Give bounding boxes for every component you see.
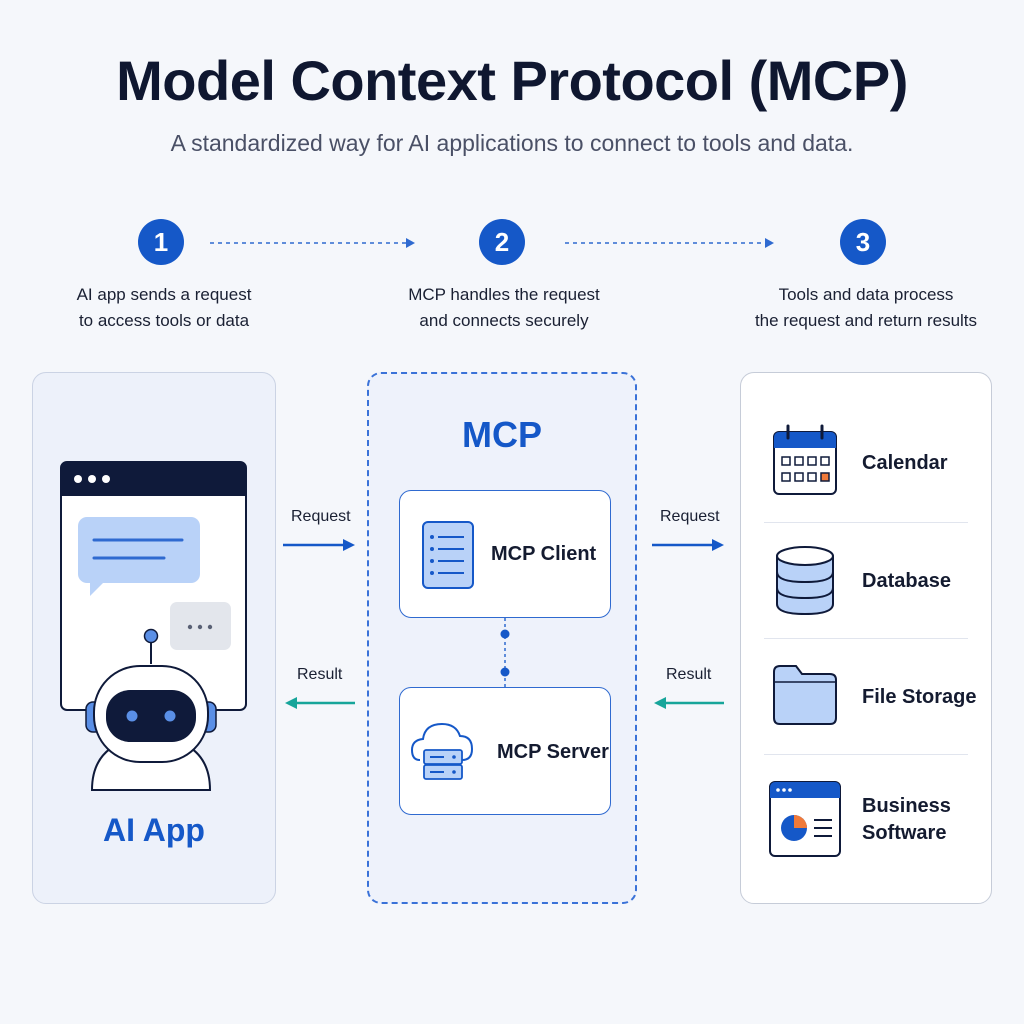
chat-bubble-icon	[78, 517, 200, 596]
request-label-right: Request	[660, 508, 720, 525]
ai-app-illustration	[60, 461, 247, 791]
step-2-line-2: and connects securely	[419, 311, 589, 330]
step-3-description: Tools and data process the request and r…	[736, 282, 996, 334]
step-2-badge: 2	[479, 219, 525, 265]
robot-icon	[85, 628, 217, 791]
tool-calendar-label: Calendar	[862, 452, 948, 474]
mcp-client-label: MCP Client	[491, 543, 597, 565]
mcp-label: MCP	[462, 414, 542, 455]
tool-business-software-line-2: Software	[862, 822, 947, 844]
result-label-left: Result	[297, 666, 343, 683]
result-label-right: Result	[666, 666, 712, 683]
tool-divider	[764, 754, 968, 755]
step-2-description: MCP handles the request and connects sec…	[374, 282, 634, 334]
document-list-icon	[422, 521, 474, 589]
calendar-icon	[773, 424, 837, 495]
step-1-line-2: to access tools or data	[78, 311, 250, 330]
step-1-description: AI app sends a request to access tools o…	[34, 282, 294, 334]
step-2-to-3-arrow	[565, 238, 774, 248]
tool-business-software-label: Business Software	[862, 793, 951, 847]
client-server-connector	[500, 618, 510, 688]
step-1-badge: 1	[138, 219, 184, 265]
business-software-icon	[769, 781, 841, 857]
step-1-to-2-arrow	[210, 238, 415, 248]
tool-divider	[764, 522, 968, 523]
page-title: Model Context Protocol (MCP)	[116, 49, 908, 112]
tool-file-storage-label: File Storage	[862, 686, 977, 708]
result-arrow-left	[285, 697, 355, 709]
step-3-line-2: the request and return results	[754, 311, 978, 330]
tool-database-label: Database	[862, 570, 951, 592]
step-1-line-1: AI app sends a request	[76, 285, 252, 304]
folder-icon	[773, 665, 837, 725]
typing-indicator-icon	[170, 602, 231, 650]
step-3-badge: 3	[840, 219, 886, 265]
database-icon	[776, 546, 834, 616]
request-label-left: Request	[291, 508, 351, 525]
mcp-server-label: MCP Server	[497, 741, 609, 763]
request-arrow-right	[652, 539, 724, 551]
tool-divider	[764, 638, 968, 639]
tool-business-software-line-1: Business	[862, 795, 951, 817]
step-3-line-1: Tools and data process	[778, 285, 954, 304]
mcp-panel	[367, 372, 637, 904]
cloud-server-icon	[410, 722, 474, 780]
step-2-line-1: MCP handles the request	[408, 285, 600, 304]
result-arrow-right	[654, 697, 724, 709]
request-arrow-left	[283, 539, 355, 551]
page-subtitle: A standardized way for AI applications t…	[170, 130, 854, 156]
ai-app-label: AI App	[103, 812, 205, 848]
